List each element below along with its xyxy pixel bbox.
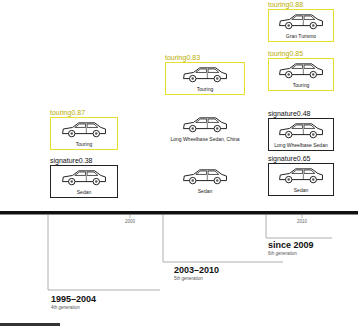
generation-period: 2003–2010: [174, 265, 219, 276]
car-sketch: [184, 68, 227, 82]
car-sketch: [63, 171, 106, 185]
generation-period: since 2009: [268, 240, 314, 251]
score-label: touring0.87: [50, 109, 85, 117]
car-sketch: [63, 123, 106, 137]
score-label: touring0.83: [165, 54, 200, 62]
generation-name: 4th generation: [51, 305, 80, 311]
scale-bar: [0, 323, 60, 326]
signature-box: signature0.65Sedan: [268, 163, 334, 196]
model-caption: Touring: [167, 86, 243, 92]
car-sketch: [280, 169, 323, 183]
detection-box: touring0.83Touring: [165, 62, 245, 95]
timeline-axis: [0, 211, 358, 215]
detection-box: touring0.85Touring: [268, 58, 334, 91]
generation-name: 5th generation: [174, 276, 203, 282]
signature-box: signature0.38Sedan: [50, 165, 118, 198]
generation-period: 1995–2004: [51, 294, 96, 305]
axis-tick-label: 2010: [292, 219, 312, 225]
model-caption: Touring: [270, 82, 332, 88]
model-caption: Long Wheelbase Sedan, China: [165, 136, 245, 143]
car-sketches: [63, 15, 323, 185]
axis-tick: [130, 214, 131, 218]
score-label: touring0.88: [268, 1, 303, 9]
score-label: signature0.48: [268, 110, 310, 118]
axis-tick: [302, 214, 303, 218]
model-caption: Long Wheelbase Sedan: [270, 142, 332, 148]
signature-box: signature0.48Long Wheelbase Sedan: [268, 118, 334, 151]
axis-tick-label: 2000: [120, 219, 140, 225]
car-sketch: [184, 170, 227, 184]
model-caption: Sedan: [52, 189, 116, 195]
model-caption: Sedan: [270, 187, 332, 193]
detection-box: touring0.87Touring: [50, 117, 118, 150]
detection-box: touring0.88Gran Turismo: [268, 9, 334, 42]
model-caption: Touring: [52, 141, 116, 147]
car-sketch: [280, 124, 323, 138]
car-sketch: [184, 118, 227, 132]
car-sketch: [280, 64, 323, 78]
car-sketch: [280, 15, 323, 29]
score-label: signature0.65: [268, 155, 310, 163]
generation-name: 6th generation: [268, 251, 297, 257]
generation-brackets: [48, 215, 332, 290]
model-caption: Gran Turismo: [270, 33, 332, 39]
score-label: signature0.38: [50, 157, 92, 165]
model-caption: Sedan: [165, 188, 245, 195]
score-label: touring0.85: [268, 50, 303, 58]
